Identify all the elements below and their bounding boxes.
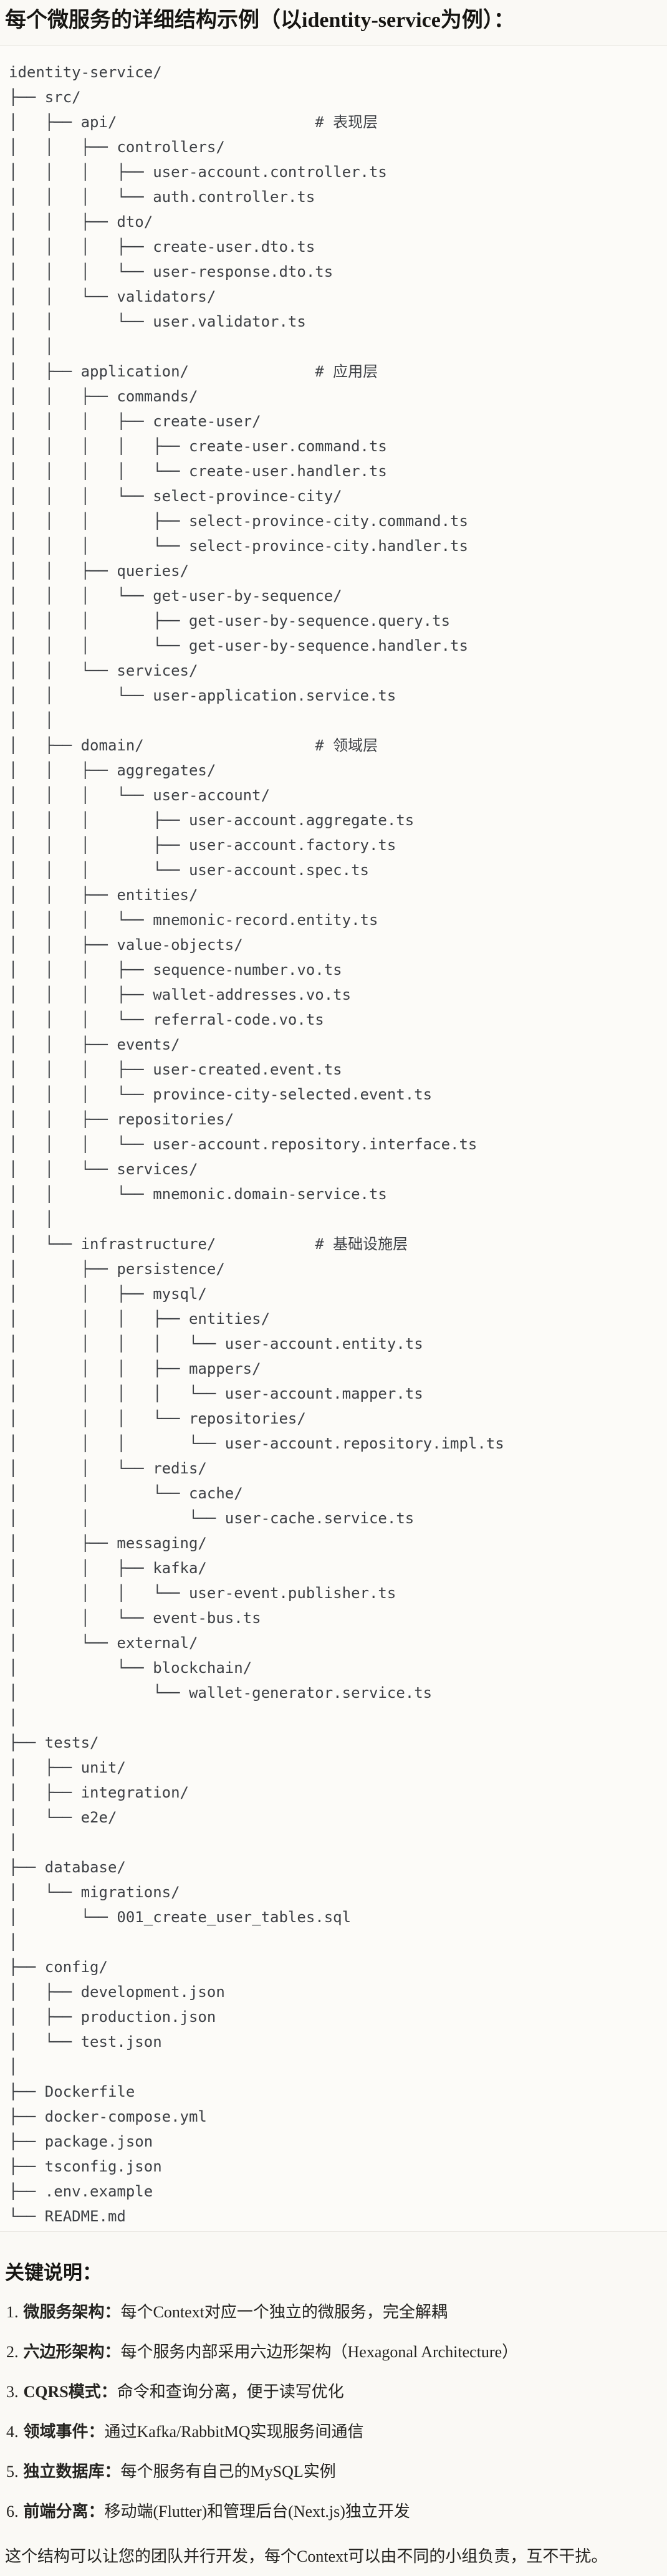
note-number: 4. <box>6 2422 19 2441</box>
key-notes-section: 关键说明： 1.微服务架构：每个Context对应一个独立的微服务，完全解耦 2… <box>0 2257 667 2567</box>
note-item: 1.微服务架构：每个Context对应一个独立的微服务，完全解耦 <box>6 2301 662 2323</box>
note-desc: 移动端(Flutter)和管理后台(Next.js)独立开发 <box>104 2502 410 2521</box>
note-term: CQRS模式： <box>23 2382 117 2401</box>
note-term: 独立数据库： <box>23 2462 121 2481</box>
directory-tree: identity-service/ ├── src/ │ ├── api/ # … <box>9 63 504 2225</box>
closing-paragraph: 这个结构可以让您的团队并行开发，每个Context可以由不同的小组负责，互不干扰… <box>5 2547 608 2565</box>
note-number: 2. <box>6 2342 19 2361</box>
note-item: 4.领域事件：通过Kafka/RabbitMQ实现服务间通信 <box>6 2421 662 2443</box>
note-number: 3. <box>6 2382 19 2401</box>
note-number: 1. <box>6 2302 19 2321</box>
document-page: 每个微服务的详细结构示例（以identity-service为例）： ident… <box>0 6 667 2567</box>
note-number: 5. <box>6 2462 19 2481</box>
note-number: 6. <box>6 2502 19 2521</box>
note-item: 3.CQRS模式：命令和查询分离，便于读写优化 <box>6 2381 662 2403</box>
note-term: 六边形架构： <box>23 2342 121 2361</box>
note-term: 微服务架构： <box>23 2302 121 2321</box>
code-block: identity-service/ ├── src/ │ ├── api/ # … <box>0 45 667 2232</box>
note-item: 6.前端分离：移动端(Flutter)和管理后台(Next.js)独立开发 <box>6 2501 662 2522</box>
notes-list: 1.微服务架构：每个Context对应一个独立的微服务，完全解耦 2.六边形架构… <box>5 2301 662 2522</box>
note-term: 领域事件： <box>23 2422 105 2441</box>
note-desc: 命令和查询分离，便于读写优化 <box>117 2382 344 2401</box>
note-desc: 每个服务内部采用六边形架构（Hexagonal Architecture） <box>120 2342 519 2361</box>
note-item: 2.六边形架构：每个服务内部采用六边形架构（Hexagonal Architec… <box>6 2341 662 2363</box>
page-title: 每个微服务的详细结构示例（以identity-service为例）： <box>5 9 515 32</box>
notes-heading: 关键说明： <box>5 2261 102 2284</box>
note-item: 5.独立数据库：每个服务有自己的MySQL实例 <box>6 2461 662 2483</box>
note-desc: 通过Kafka/RabbitMQ实现服务间通信 <box>104 2422 364 2441</box>
note-term: 前端分离： <box>23 2502 105 2521</box>
note-desc: 每个服务有自己的MySQL实例 <box>120 2462 336 2481</box>
note-desc: 每个Context对应一个独立的微服务，完全解耦 <box>120 2302 448 2321</box>
